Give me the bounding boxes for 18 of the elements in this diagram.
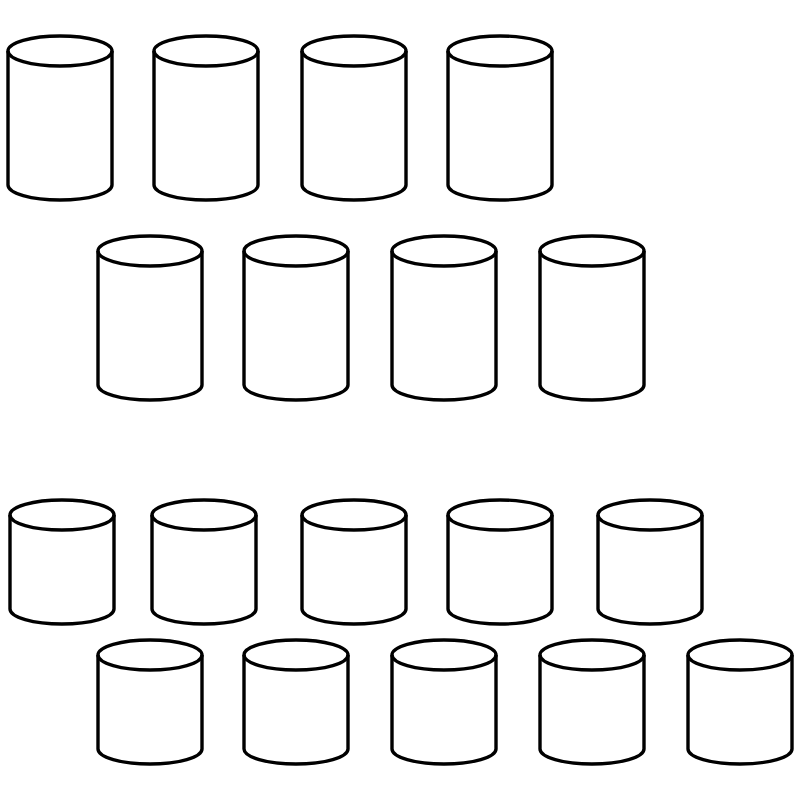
cylinder <box>390 638 498 766</box>
cylinder <box>390 234 498 402</box>
cylinder <box>446 498 554 626</box>
cylinder <box>8 498 116 626</box>
cylinder <box>150 498 258 626</box>
cylinder <box>300 498 408 626</box>
cylinder <box>538 638 646 766</box>
cylinder <box>96 638 204 766</box>
cylinder <box>242 234 350 402</box>
cylinder <box>6 34 114 202</box>
cylinder <box>686 638 794 766</box>
cylinder <box>300 34 408 202</box>
cylinder <box>538 234 646 402</box>
cylinder <box>152 34 260 202</box>
cylinder <box>96 234 204 402</box>
cylinder <box>242 638 350 766</box>
cylinder <box>446 34 554 202</box>
cylinder <box>596 498 704 626</box>
